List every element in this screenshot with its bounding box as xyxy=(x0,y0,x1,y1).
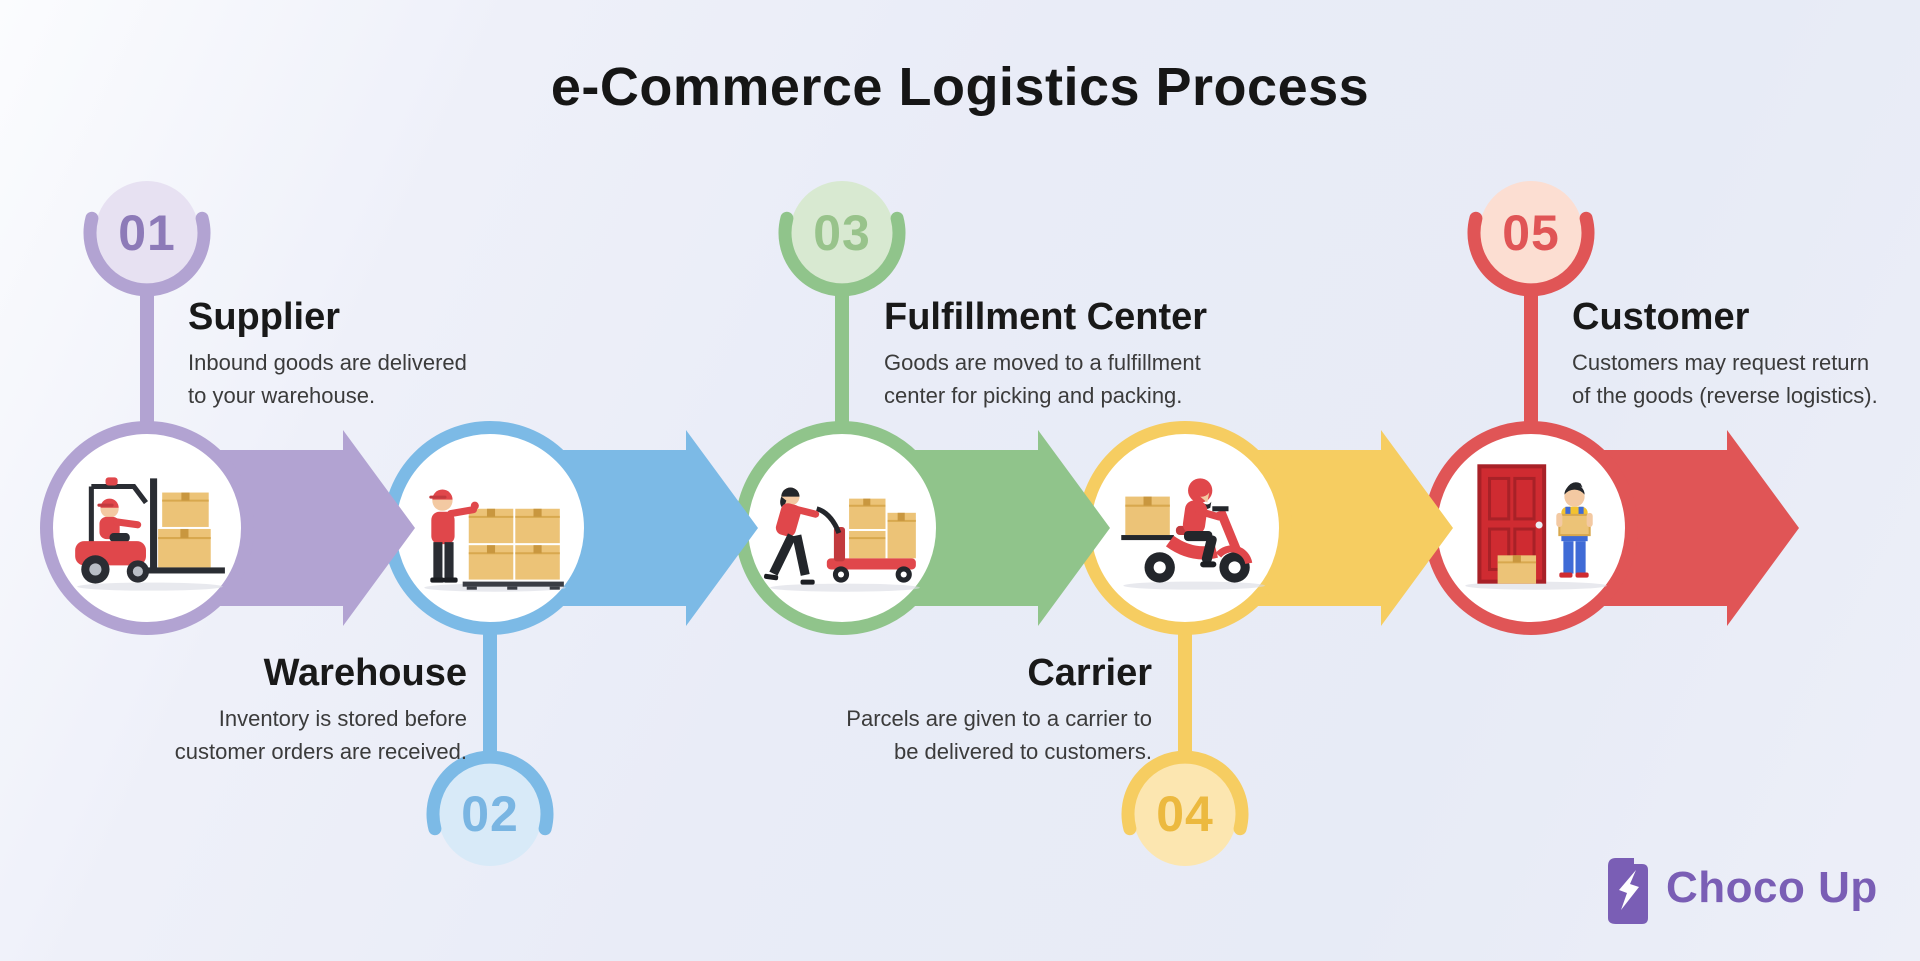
forklift-icon xyxy=(75,477,225,591)
step-title-fulfillment-center: Fulfillment Center xyxy=(884,296,1208,338)
step-number-badge: 04 xyxy=(1133,762,1237,866)
arrow-customer-out xyxy=(1531,430,1799,626)
battery-bolt-icon xyxy=(1608,858,1648,924)
badge-cup-arc xyxy=(426,750,554,836)
arrow-supplier-to-warehouse xyxy=(147,430,415,626)
step-title-supplier: Supplier xyxy=(188,296,341,338)
step-title-customer: Customer xyxy=(1572,296,1750,338)
door-delivery-icon xyxy=(1465,464,1607,590)
page-title: e-Commerce Logistics Process xyxy=(550,57,1370,117)
step-circle-warehouse xyxy=(383,421,597,635)
step-description: Inbound goods are delivered to your ware… xyxy=(188,350,467,408)
connector-stem xyxy=(835,288,849,428)
badge-cup-arc xyxy=(1121,750,1249,836)
step-number-badge: 05 xyxy=(1479,181,1583,285)
connector-stem xyxy=(1178,628,1192,764)
badge-cup-arc xyxy=(1467,211,1595,297)
step-circle-supplier xyxy=(40,421,254,635)
step-description: Inventory is stored before customer orde… xyxy=(174,706,467,764)
warehouse-worker-icon xyxy=(424,489,566,592)
step-number-badge: 03 xyxy=(790,181,894,285)
connector-stem xyxy=(1524,288,1538,428)
badge-cup-arc xyxy=(83,211,211,297)
brand-logo: Choco Up xyxy=(1606,850,1878,926)
step-circle-carrier xyxy=(1078,421,1292,635)
step-description: Parcels are given to a carrier to be del… xyxy=(846,706,1152,764)
step-title-warehouse: Warehouse xyxy=(263,652,467,694)
step-number-badge: 01 xyxy=(95,181,199,285)
arrow-fulfillment-to-carrier xyxy=(842,430,1110,626)
connector-stem xyxy=(483,628,497,764)
delivery-scooter-icon xyxy=(1121,478,1265,590)
connector-stem xyxy=(140,288,154,428)
step-number-badge: 02 xyxy=(438,762,542,866)
step-circle-customer xyxy=(1424,421,1638,635)
arrow-carrier-to-customer xyxy=(1185,430,1453,626)
step-title-carrier: Carrier xyxy=(1027,652,1152,694)
arrow-warehouse-to-fulfillment xyxy=(490,430,758,626)
step-circle-fulfillment xyxy=(735,421,949,635)
badge-cup-arc xyxy=(778,211,906,297)
step-description: Customers may request return of the good… xyxy=(1572,350,1878,408)
pallet-truck-icon xyxy=(764,487,920,592)
step-description: Goods are moved to a fulfillment center … xyxy=(884,350,1201,408)
brand-name: Choco Up xyxy=(1666,863,1878,912)
